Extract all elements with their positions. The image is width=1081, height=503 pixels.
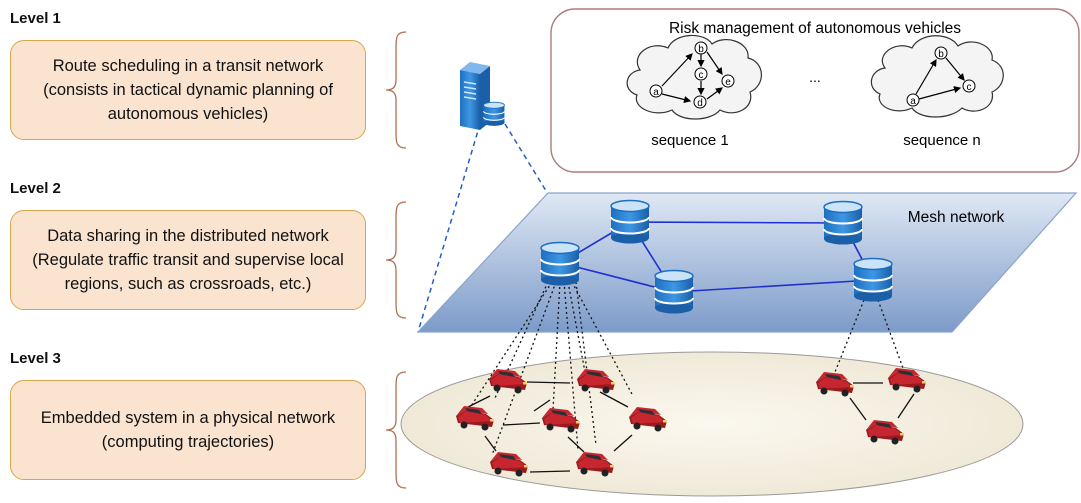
level-2-box: Data sharing in the distributed network … (10, 210, 366, 310)
sequence-1-label: sequence 1 (651, 132, 729, 149)
level-1-line-2: (consists in tactical dynamic planning o… (43, 81, 333, 99)
level-3-line-1: Embedded system in a physical network (40, 409, 336, 427)
sequence-ellipsis: ... (809, 69, 821, 85)
level-1-box: Route scheduling in a transit network (c… (10, 40, 366, 140)
server-link-left (417, 123, 481, 333)
server-icon (460, 62, 506, 130)
graph-cloud-1: a b c d e (626, 34, 762, 120)
level-1-brace (385, 31, 407, 149)
mesh-node-database-icon (823, 200, 863, 246)
graph1-node-e: e (725, 77, 731, 88)
mesh-node-database-icon (540, 241, 580, 287)
server-link-right (504, 123, 549, 195)
level-1-line-3: autonomous vehicles) (107, 105, 269, 123)
level-2-title: Level 2 (10, 180, 61, 197)
level-1-title: Level 1 (10, 10, 61, 27)
level-1-line-1: Route scheduling in a transit network (52, 57, 324, 75)
mesh-network-label: Mesh network (908, 209, 1005, 226)
vehicle-links (467, 381, 915, 473)
graph1-node-a: a (653, 87, 659, 98)
graph1-node-b: b (698, 44, 704, 55)
graph2-node-b: b (938, 49, 944, 60)
mesh-node-database-icon (654, 269, 694, 315)
graph1-node-d: d (697, 98, 703, 109)
level-2-line-1: Data sharing in the distributed network (47, 227, 329, 245)
graph2-node-c: c (967, 82, 972, 93)
mesh-plane (416, 192, 1078, 333)
level-2-line-3: regions, such as crossroads, etc.) (64, 275, 312, 293)
physical-network-ground (400, 351, 1024, 497)
risk-panel-title: Risk management of autonomous vehicles (669, 20, 961, 37)
level-3-line-2: (computing trajectories) (101, 433, 275, 451)
graph2-node-a: a (910, 96, 916, 107)
level-2-line-2: (Regulate traffic transit and supervise … (32, 251, 344, 269)
sequence-n-label: sequence n (903, 132, 981, 149)
level-3-box: Embedded system in a physical network (c… (10, 380, 366, 480)
level-3-brace (385, 371, 407, 489)
mesh-node-database-icon (853, 257, 893, 303)
graph1-node-c: c (699, 70, 704, 81)
mesh-node-database-icon (610, 199, 650, 245)
level-3-title: Level 3 (10, 350, 61, 367)
level-2-brace (385, 201, 407, 319)
graph-cloud-n: a b c (870, 35, 1004, 118)
